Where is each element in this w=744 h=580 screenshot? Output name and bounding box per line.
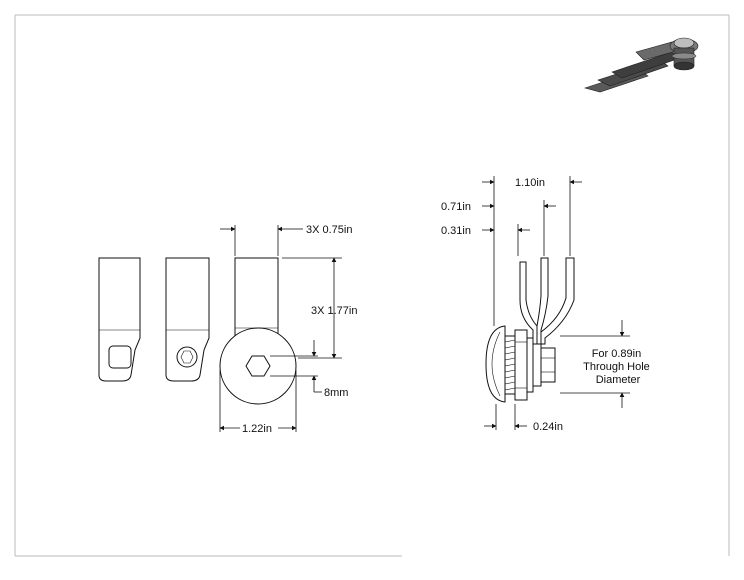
product-thumbnail [583, 37, 699, 93]
label-hex-size: 8mm [324, 387, 348, 399]
label-grip: 0.24in [533, 421, 563, 433]
label-body-diameter: 1.22in [242, 423, 272, 435]
label-arm-length: 3X 1.77in [311, 305, 357, 317]
label-depth-short: 0.31in [441, 225, 471, 237]
hole-note-line-1: For 0.89in [592, 348, 642, 360]
dim-depth-short [482, 224, 530, 256]
cam-arm-2 [165, 257, 210, 382]
dim-arm-length [282, 257, 342, 359]
dim-hole-diameter [560, 320, 630, 408]
dim-overall-depth [482, 176, 582, 326]
label-overall-depth: 1.10in [515, 177, 545, 189]
label-hole-note: For 0.89in Through Hole Diameter [583, 348, 653, 386]
cam-arm-3-with-body [219, 257, 297, 405]
label-arm-width: 3X 0.75in [306, 224, 352, 236]
dim-depth-mid [482, 200, 556, 256]
hole-note-line-2: Through Hole [583, 361, 650, 373]
lock-side-view [485, 257, 575, 403]
dim-arm-width [220, 225, 303, 256]
threads [504, 339, 516, 391]
dim-grip [484, 404, 527, 430]
hole-note-line-3: Diameter [596, 374, 641, 386]
dim-hex [270, 340, 322, 393]
sheet-border [14, 14, 730, 557]
cam-arm-1 [98, 257, 141, 382]
label-depth-mid: 0.71in [441, 201, 471, 213]
